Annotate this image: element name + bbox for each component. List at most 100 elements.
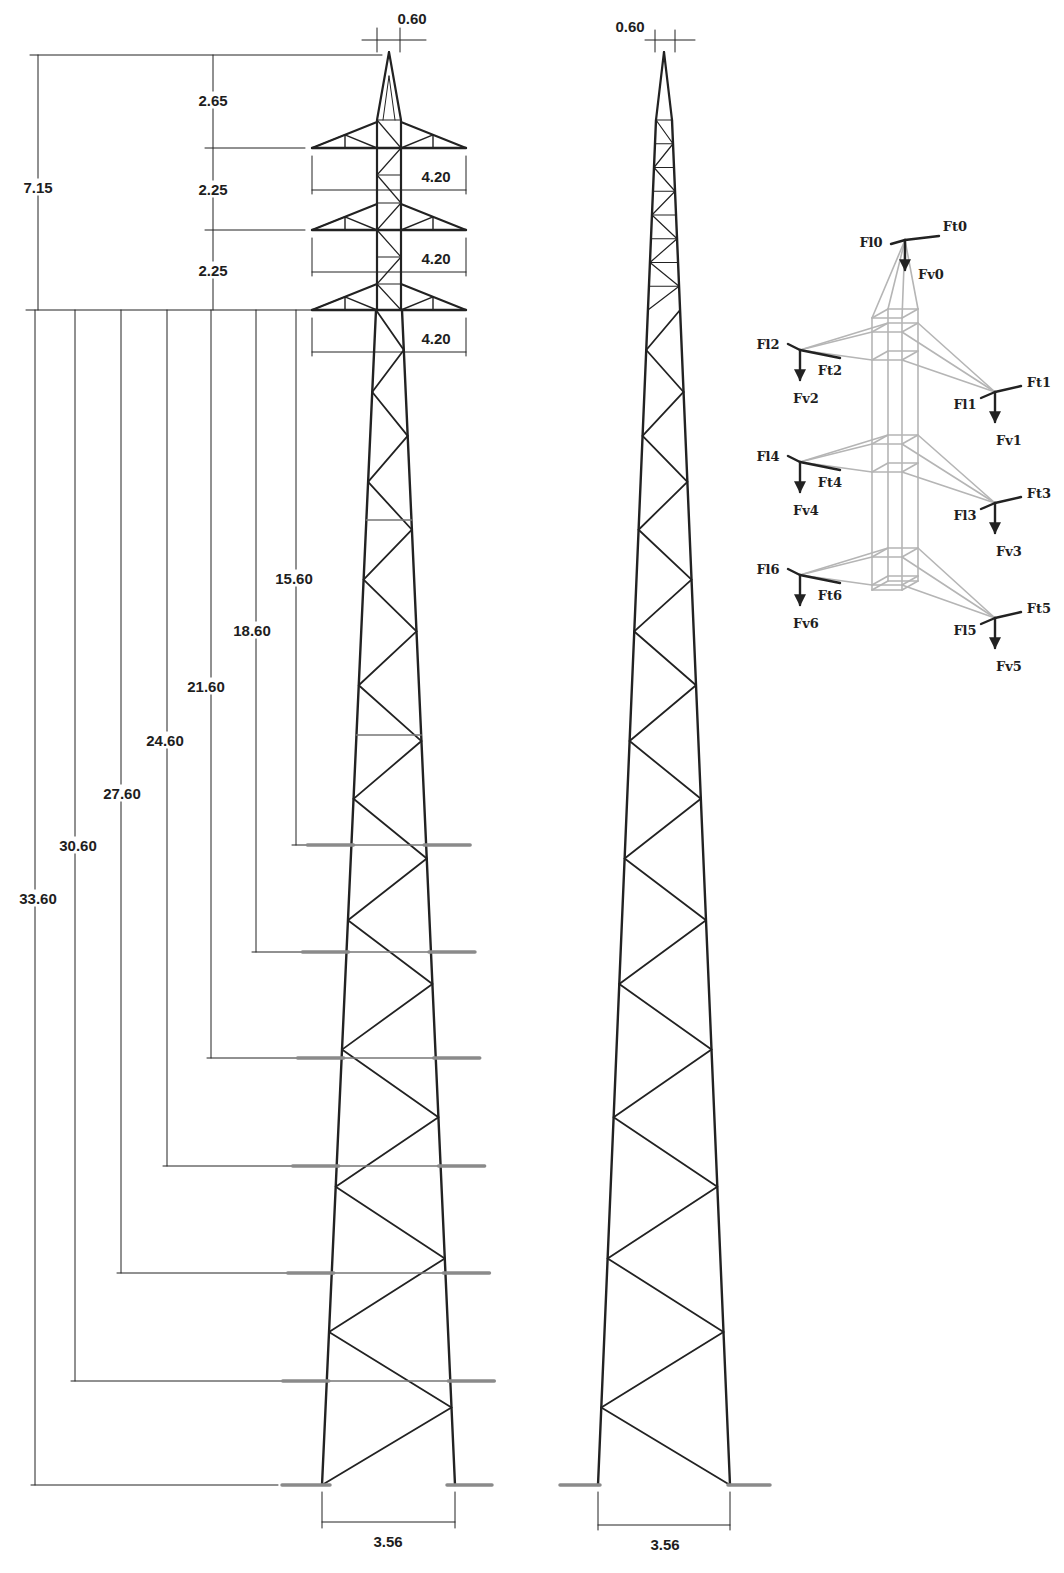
force-label: Fv6 [791,616,821,631]
lattice-member [377,175,401,203]
force-label: Ft5 [1025,601,1053,616]
lattice-member [643,436,688,482]
lattice-member [329,1258,445,1332]
dimension-line [466,156,467,194]
dimension-label: 3.56 [648,1536,681,1553]
dimension-label: 0.60 [613,18,646,35]
peak [389,76,395,120]
lattice-member [649,286,679,287]
lattice-member [401,135,433,148]
lattice-member [368,482,412,530]
lattice-member [401,217,433,230]
ground-stub [307,843,353,847]
lattice-member [634,631,696,685]
ground-stub [282,1483,330,1487]
tower-leg [402,310,455,1485]
sketch-line [872,463,888,472]
sketch-line [902,351,918,360]
dimension-label: 3.56 [371,1533,404,1550]
dimension-line [312,272,466,273]
force-line [995,497,1021,503]
lattice-member [368,436,408,482]
sketch-line [888,322,918,324]
lattice-member [653,191,675,192]
sketch-line [888,575,918,577]
lattice-member [634,580,691,632]
sketch-line [918,323,995,392]
lattice-member [345,217,377,230]
force-arrow [799,462,801,492]
dimension-label: 7.15 [21,179,54,196]
lattice-member [345,297,377,310]
dimension-line [466,318,467,356]
sketch-line [917,309,919,581]
lattice-member [377,203,401,230]
dimension-label: 4.20 [419,168,452,185]
ground-stub [293,1164,339,1168]
force-line [995,612,1021,618]
force-arrow [799,575,801,605]
sketch-line [872,471,902,473]
peak [383,76,389,120]
lattice-member [377,120,401,148]
lattice-member [432,135,433,148]
ground-stub [429,950,475,954]
tower-leg [598,120,656,1485]
ground-stub [283,1379,329,1383]
lattice-member [312,217,345,230]
force-line [981,503,995,509]
force-arrow [904,240,906,270]
lattice-member [619,920,706,984]
sketch-line [902,309,918,318]
lattice-member [377,202,401,203]
lattice-member [614,1117,718,1187]
line-group [26,28,1021,1530]
force-label: Fv2 [791,391,821,406]
lattice-member [639,482,688,530]
sketch-line [888,240,905,309]
dimension-label: 4.20 [419,250,452,267]
peak [664,52,672,120]
dimension-line [312,238,313,276]
sketch-line [872,317,902,319]
lattice-member [377,284,401,310]
sketch-line [872,351,888,360]
lattice-member [336,1187,445,1259]
sketch-line [888,462,918,464]
force-label: Fv3 [994,544,1024,559]
force-label: Fv0 [916,267,946,282]
sketch-line [872,576,888,585]
sketch-line [918,435,995,503]
lattice-member [646,350,683,392]
force-line [981,392,995,398]
dimension-label: 15.60 [273,570,315,587]
lattice-member [650,262,678,263]
dimension-line [71,1381,283,1382]
force-label: Fl2 [754,337,781,352]
lattice-member [601,1332,723,1408]
force-label: Fv5 [994,659,1024,674]
dimension-line [730,1492,731,1530]
force-label: Ft4 [816,475,844,490]
sketch-line [888,547,918,549]
crossarm [312,229,466,231]
dimension-line [252,952,302,953]
lattice-member [432,217,433,230]
lattice-member [648,286,679,310]
sketch-line [902,444,995,503]
force-label: Fl3 [951,508,978,523]
sketch-line [800,462,872,472]
force-label: Fv1 [994,433,1024,448]
lattice-member [364,530,412,580]
lattice-member [401,297,433,310]
crossarm [312,122,377,148]
sketch-line [872,331,902,333]
sketch-line [872,240,905,318]
ground-stub [439,1164,485,1168]
lattice-member [344,135,345,148]
strut [351,844,426,846]
sketch-line [888,308,918,310]
lattice-member [377,257,401,284]
lattice-member [376,310,404,350]
